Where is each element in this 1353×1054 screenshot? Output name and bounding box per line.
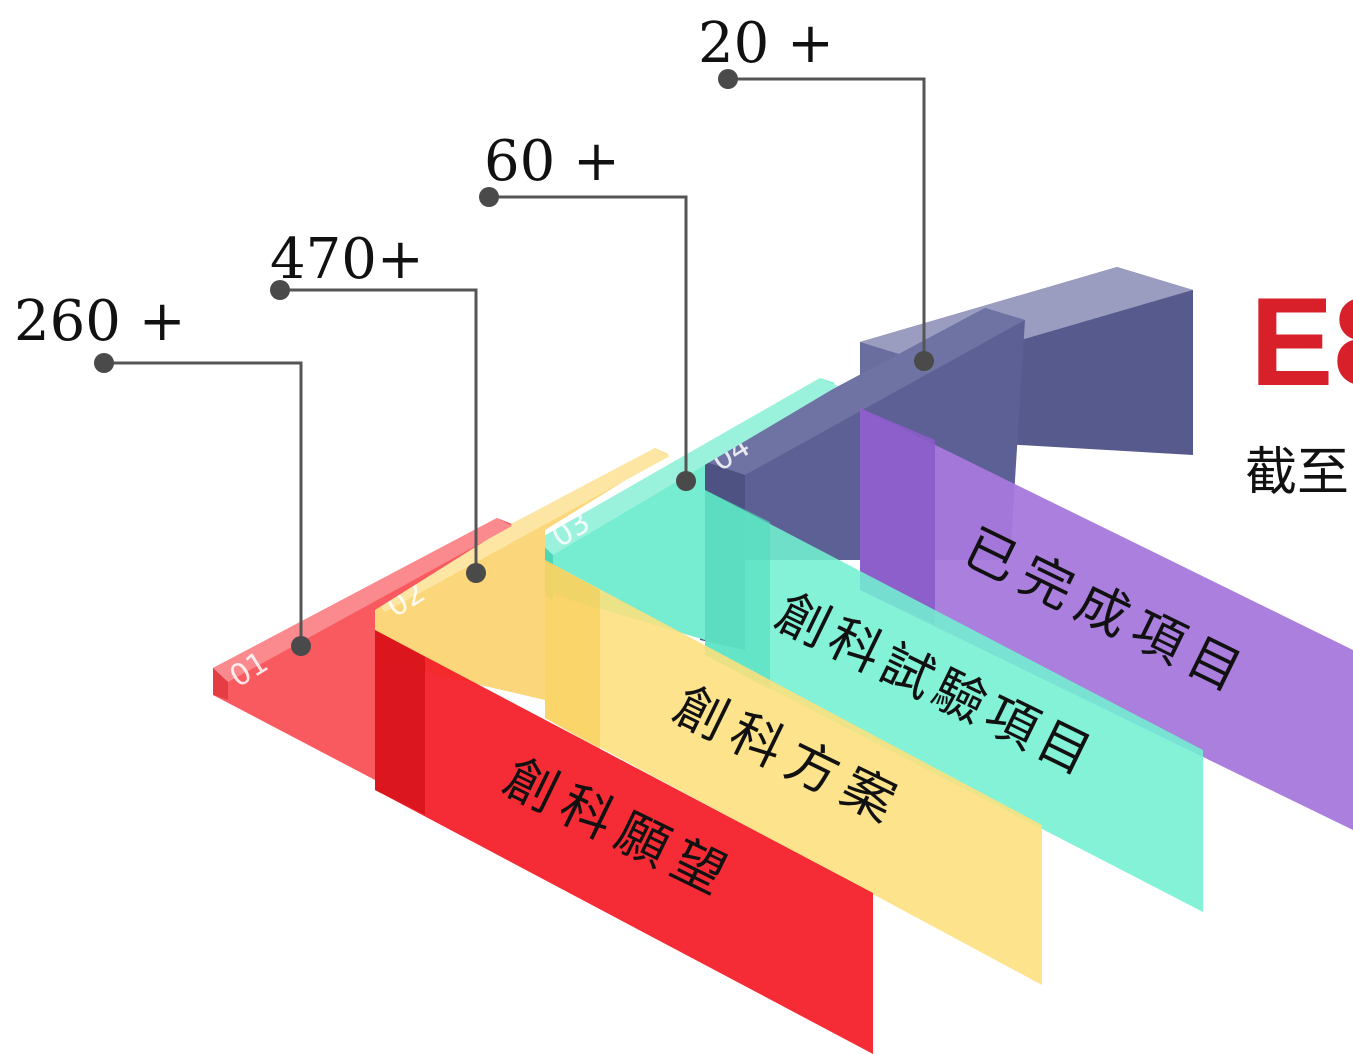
step-02-panel: 創科方案 xyxy=(545,560,1042,985)
brand-logo-text: E8 xyxy=(1250,273,1353,412)
leader-03 xyxy=(479,187,696,491)
leader-04 xyxy=(718,69,934,371)
step-02-slab: 02 xyxy=(373,448,670,700)
leader-01 xyxy=(94,353,311,656)
leader-02 xyxy=(270,280,486,583)
stat-value-02: 470+ xyxy=(270,227,424,292)
stat-value-04: 20 + xyxy=(698,11,834,76)
stat-value-01: 260 + xyxy=(14,289,186,354)
stat-value-03: 60 + xyxy=(484,129,620,194)
caption-text: 截至 xyxy=(1245,443,1349,503)
